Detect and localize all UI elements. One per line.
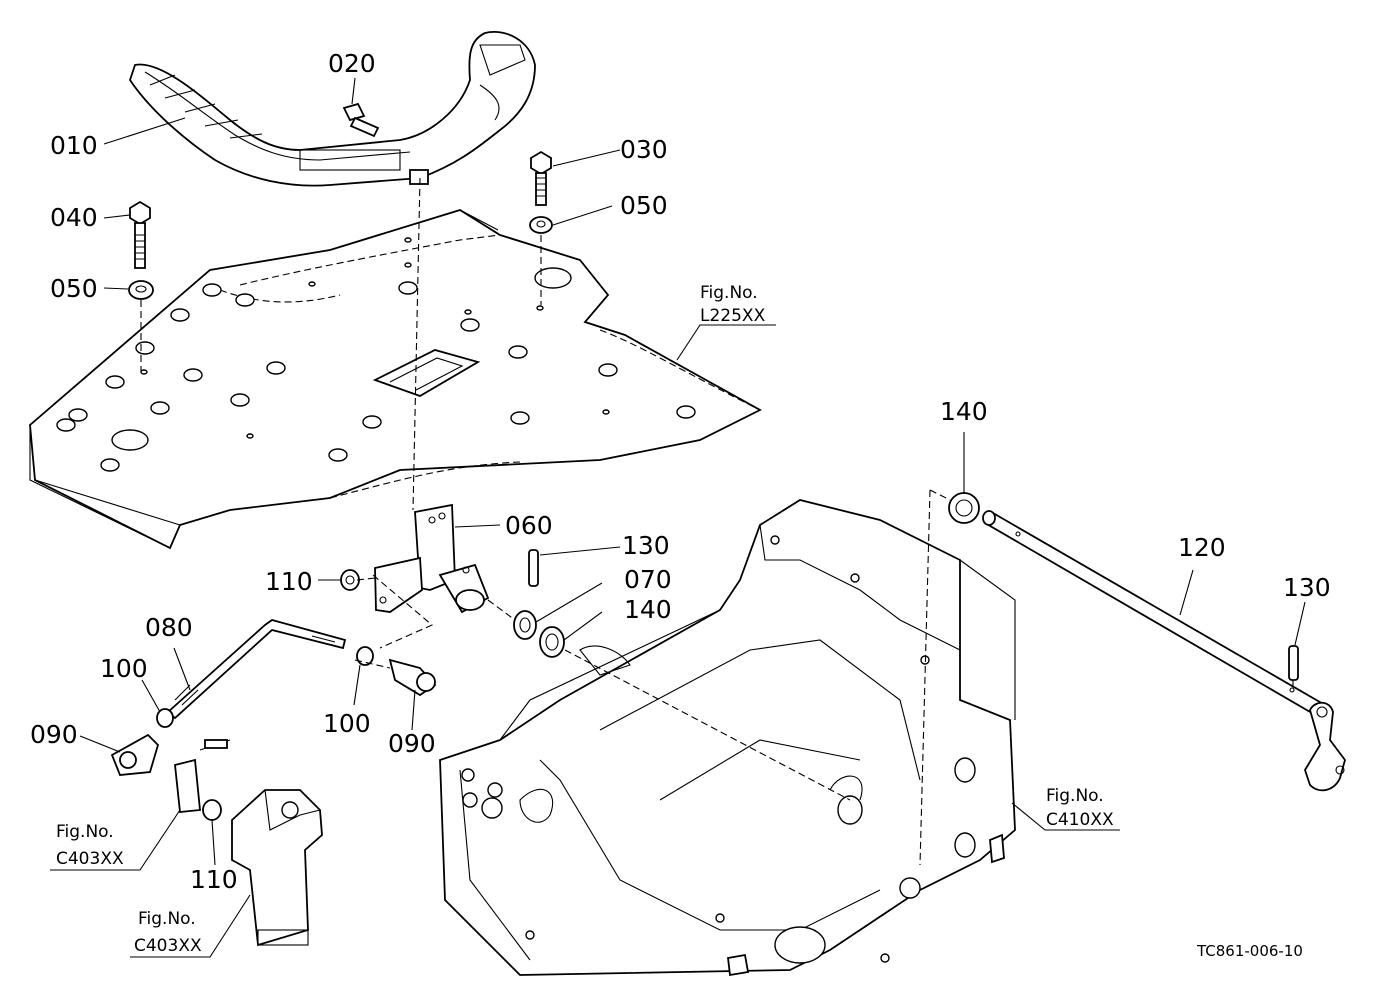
label-010: 010 [50, 131, 98, 160]
label-110-top: 110 [265, 567, 313, 596]
label-140-left: 140 [624, 595, 672, 624]
transmission-case [439, 499, 1016, 977]
label-080: 080 [145, 613, 193, 642]
seal-140-left [539, 626, 565, 658]
nut-100-left [156, 708, 174, 728]
label-070: 070 [624, 565, 672, 594]
rod-080 [166, 619, 347, 720]
assembly-lines [140, 177, 1294, 866]
pin-130-left [528, 549, 539, 587]
label-050-left: 050 [50, 274, 98, 303]
figure-references: Fig.No. L225XX Fig.No. C410XX Fig.No. C4… [56, 283, 1114, 956]
fig-ref-c403a-line1: Fig.No. [56, 822, 114, 842]
nut-110-top [340, 569, 360, 591]
pin-130-right [1288, 645, 1299, 681]
label-130-left: 130 [622, 531, 670, 560]
fig-ref-l225-line2: L225XX [700, 306, 766, 326]
label-130-right: 130 [1283, 573, 1331, 602]
label-090-right: 090 [388, 729, 436, 758]
label-110-bottom: 110 [190, 865, 238, 894]
label-020: 020 [328, 49, 376, 78]
fig-ref-l225-line1: Fig.No. [700, 283, 758, 303]
fig-ref-c403b-line2: C403XX [134, 936, 202, 956]
fig-ref-c410-line1: Fig.No. [1046, 786, 1104, 806]
label-040: 040 [50, 203, 98, 232]
drawing-code: TC861-006-10 [1196, 942, 1303, 960]
fig-ref-c410-line2: C410XX [1046, 810, 1114, 830]
part-labels: 010 020 030 040 050 050 060 070 080 090 … [30, 49, 1331, 894]
bracket-c403 [174, 739, 231, 813]
seal-140-right [948, 492, 980, 524]
label-120: 120 [1178, 533, 1226, 562]
label-050-right: 050 [620, 191, 668, 220]
washer-050-right [529, 216, 553, 234]
label-060: 060 [505, 511, 553, 540]
label-090-left: 090 [30, 720, 78, 749]
leader-lines [50, 77, 1306, 958]
fig-ref-c403b-line1: Fig.No. [138, 909, 196, 929]
floor-plate [29, 209, 762, 550]
cross-shaft-120 [982, 510, 1346, 792]
washer-050-left [128, 280, 154, 300]
valve-body [231, 789, 323, 947]
bolt-020 [342, 102, 380, 138]
bolt-040 [129, 200, 151, 269]
washer-070 [513, 610, 537, 640]
brake-pedal [129, 31, 536, 187]
label-140-right: 140 [940, 397, 988, 426]
ball-joint-090-right [388, 658, 437, 697]
ball-joint-090-left [110, 733, 160, 776]
label-100-right: 100 [323, 709, 371, 738]
bolt-030 [530, 150, 552, 206]
pedal-arm-060 [374, 503, 490, 614]
label-100-left: 100 [100, 654, 148, 683]
fig-ref-c403a-line2: C403XX [56, 849, 124, 869]
label-030: 030 [620, 135, 668, 164]
nut-110-bottom [202, 799, 222, 821]
nut-100-right [356, 646, 374, 666]
